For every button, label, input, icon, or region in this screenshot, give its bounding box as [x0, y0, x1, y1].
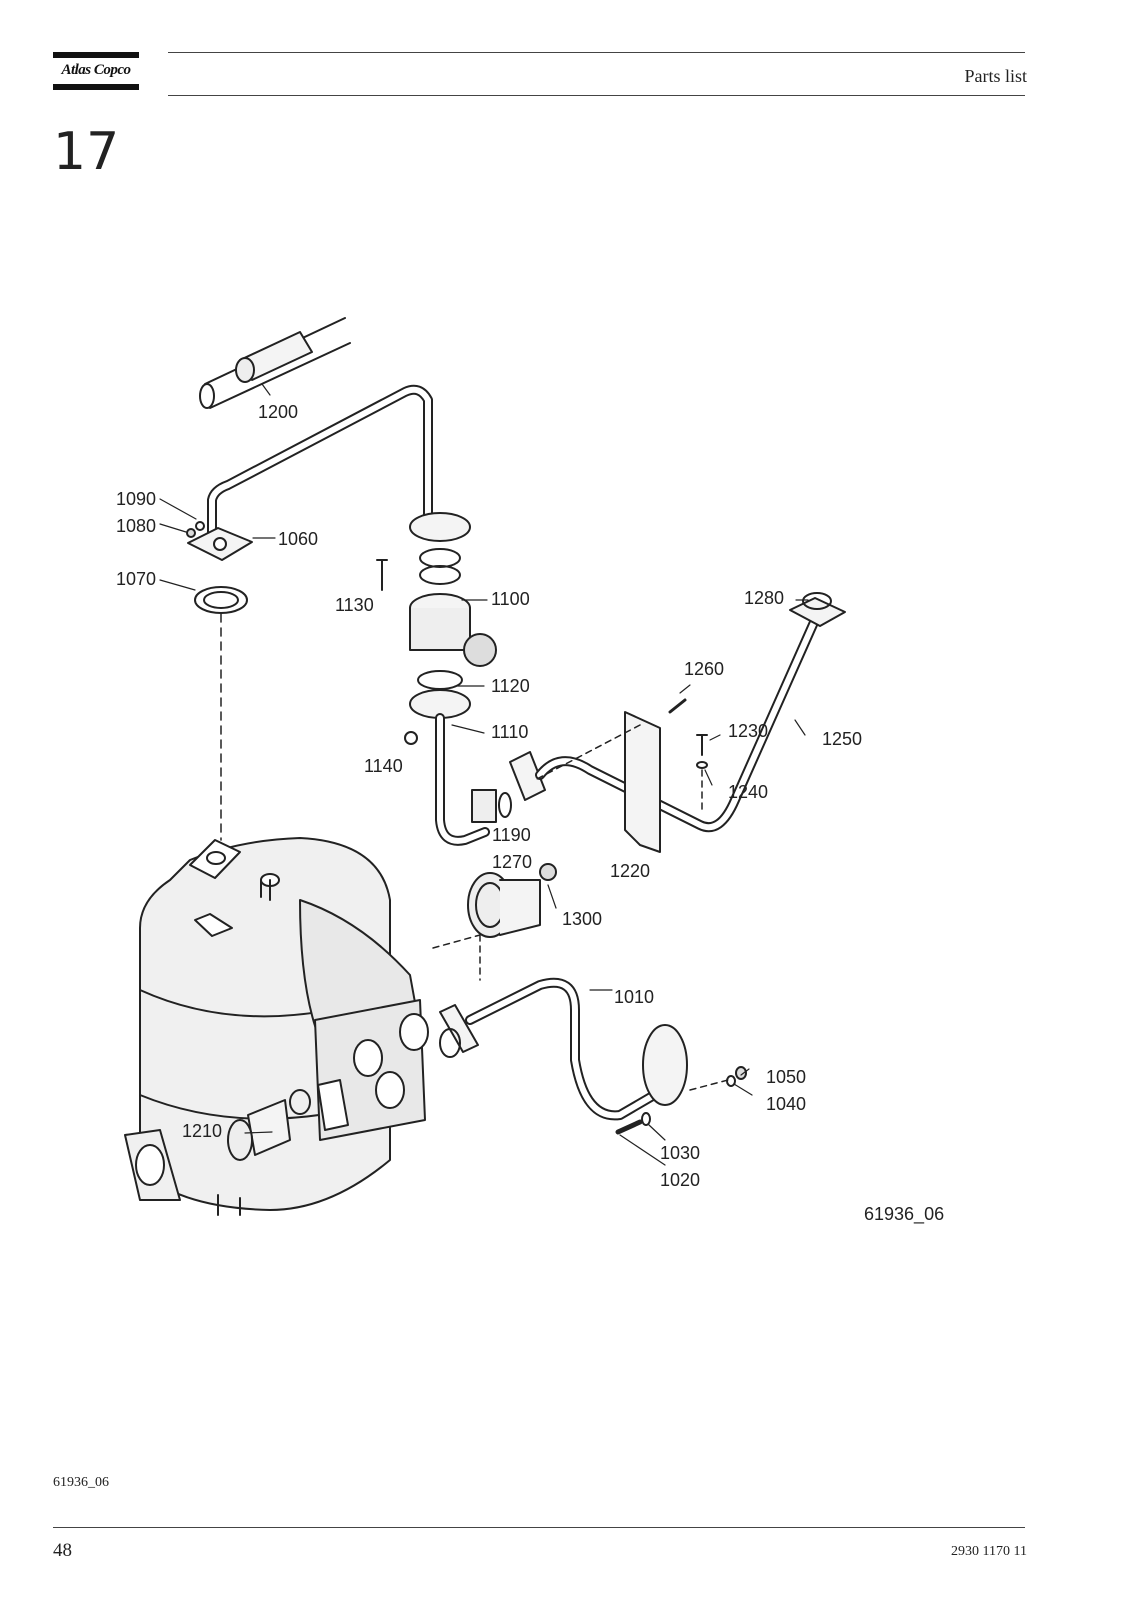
logo-bar-top: [53, 52, 139, 58]
logo-bar-bottom: [53, 84, 139, 90]
header-rule-top: [168, 52, 1025, 53]
footer-rule: [53, 1527, 1025, 1528]
tank-body-drawing: [124, 837, 429, 1216]
pipe-1250-drawing: [535, 615, 820, 833]
callout-1190: 1190: [492, 825, 531, 845]
callout-1130: 1130: [335, 595, 374, 615]
compensator-1190-drawing: [471, 789, 497, 823]
callout-1030: 1030: [660, 1143, 700, 1163]
gasket-1010-drawing: [439, 1028, 461, 1058]
callout-1070: 1070: [116, 569, 156, 589]
hose-1200-drawing: [199, 317, 351, 409]
callout-1210: 1210: [182, 1121, 222, 1141]
flange-1280-drawing: [789, 597, 846, 627]
flange-square-drawing: [509, 751, 546, 801]
header-title: Parts list: [964, 66, 1027, 86]
bolt-1020-drawing: [615, 1119, 643, 1135]
callout-1020: 1020: [660, 1170, 700, 1190]
callout-labels: 1200 1090 1080 1060 1070 1130 1100 1280 …: [116, 402, 944, 1225]
callout-1100: 1100: [491, 589, 530, 609]
bolt-1260-drawing: [668, 698, 687, 714]
plug-1090-drawing: [195, 521, 205, 531]
callout-1230: 1230: [728, 721, 768, 741]
callout-1140: 1140: [364, 756, 403, 776]
callout-1040: 1040: [766, 1094, 806, 1114]
callout-1200: 1200: [258, 402, 298, 422]
callout-1120: 1120: [491, 676, 530, 696]
callout-1060: 1060: [278, 529, 318, 549]
callout-1300: 1300: [562, 909, 602, 929]
nut-1050-drawing: [735, 1066, 747, 1080]
valve-knob-drawing: [463, 633, 497, 667]
upper-pipe-drawing: [207, 384, 433, 545]
callout-1250: 1250: [822, 729, 862, 749]
flange-1010-left-drawing: [439, 1004, 479, 1053]
callout-1280: 1280: [744, 588, 784, 608]
brand-logo: Atlas Copco: [61, 62, 131, 78]
flange-1010-right-drawing: [642, 1024, 688, 1106]
gasket-1070-drawing: [194, 586, 248, 614]
callout-1080: 1080: [116, 516, 156, 536]
doc-number: 2930 1170 11: [951, 1544, 1027, 1559]
footer-figure-ref: 61936_06: [53, 1475, 109, 1490]
flange-upper-drawing: [409, 512, 471, 542]
flange-1300-drawing: [467, 863, 557, 938]
section-number: 17: [53, 122, 120, 182]
callout-1090: 1090: [116, 489, 156, 509]
callout-1260: 1260: [684, 659, 724, 679]
header-rule-bottom: [168, 95, 1025, 96]
callout-1270: 1270: [492, 852, 532, 872]
callout-1050: 1050: [766, 1067, 806, 1087]
figure-id: 61936_06: [864, 1204, 944, 1225]
callout-1110: 1110: [491, 722, 528, 742]
callout-1220: 1220: [610, 861, 650, 881]
bolt-1230-drawing: [696, 734, 708, 756]
nut-1140-drawing: [404, 731, 418, 745]
bolt-1130-drawing: [376, 559, 388, 591]
page-number: 48: [53, 1540, 72, 1561]
bracket-1220-drawing: [624, 711, 661, 853]
callout-1010: 1010: [614, 987, 654, 1007]
callout-1240: 1240: [728, 782, 768, 802]
plug-1080-drawing: [186, 528, 196, 538]
